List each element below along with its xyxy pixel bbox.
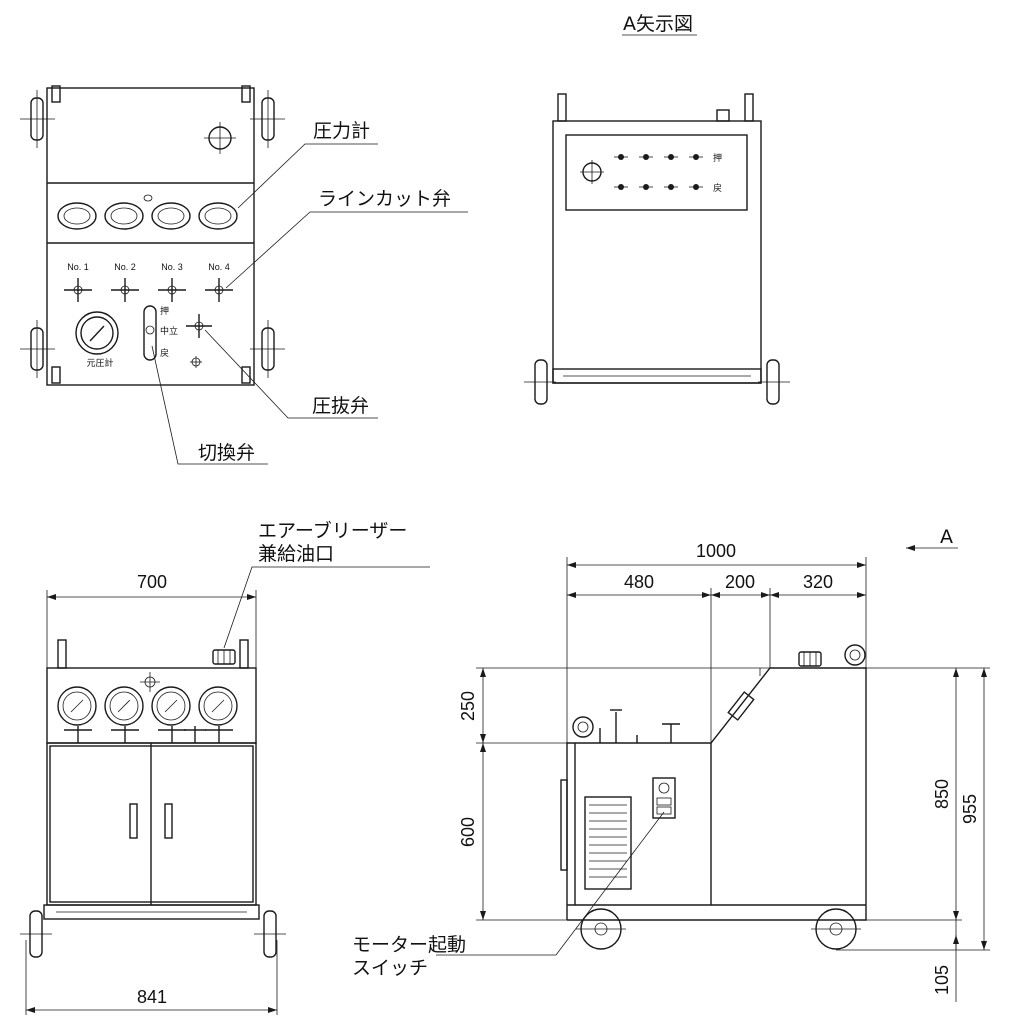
view-arrow-a: A: [940, 526, 953, 548]
dim-700: 700: [137, 572, 167, 592]
arrow-view: [524, 93, 790, 405]
arrow-view-wheel-right: [758, 359, 790, 405]
side-view: [560, 644, 867, 950]
dim-105: 105: [932, 965, 952, 995]
front-wheel-left: [20, 910, 52, 958]
dim-480: 480: [624, 572, 654, 592]
line-cut-valve-handles: [64, 278, 233, 302]
label-relief-valve: 圧抜弁: [312, 395, 369, 417]
relief-valve-handle: [186, 314, 212, 338]
source-gauge-label: 元圧計: [86, 357, 113, 369]
front-wheel-right: [254, 910, 286, 958]
side-louver: [584, 796, 632, 890]
motor-start-switch-box: [652, 777, 676, 819]
arrow-view-title: A矢示図: [623, 13, 693, 35]
dim-200: 200: [725, 572, 755, 592]
side-view-dimensions: [436, 545, 990, 1002]
top-caster-br: [250, 320, 285, 378]
front-view-dimensions: [25, 566, 430, 1015]
front-gauges: [57, 686, 238, 726]
panel-label-push: 押: [713, 152, 722, 164]
breather-label-line2: 兼給油口: [258, 543, 334, 565]
front-view: [20, 639, 286, 958]
switch-position-push: 押: [160, 305, 169, 317]
dim-850: 850: [932, 779, 952, 809]
label-pressure-gauge: 圧力計: [313, 120, 370, 142]
top-caster-tl: [20, 90, 55, 148]
valve-number-4: No. 4: [208, 262, 230, 272]
breather-label-line1: エアーブリーザー: [258, 519, 407, 542]
valve-number-3: No. 3: [161, 262, 183, 272]
valve-number-1: No. 1: [67, 262, 89, 272]
switch-position-neutral: 中立: [160, 325, 178, 337]
dim-320: 320: [803, 572, 833, 592]
side-wheel-left: [576, 908, 626, 950]
switch-valve-slot: [143, 305, 157, 361]
valve-number-2: No. 2: [114, 262, 136, 272]
dim-841: 841: [137, 987, 167, 1007]
side-wheel-right: [811, 908, 861, 950]
label-switch-valve: 切換弁: [198, 442, 255, 464]
top-view: No. 1 No. 2 No. 3 No. 4 元圧計 押 中立 戻: [20, 85, 285, 386]
dim-600: 600: [458, 817, 478, 847]
dim-955: 955: [960, 794, 980, 824]
front-valve-stems: [64, 726, 233, 743]
motor-switch-label-line1: モーター起動: [352, 934, 466, 956]
panel-label-return: 戻: [713, 182, 722, 194]
dim-250: 250: [458, 691, 478, 721]
label-line-cut-valve: ラインカット弁: [318, 188, 451, 210]
top-caster-tr: [250, 90, 285, 148]
source-pressure-gauge: [75, 311, 119, 355]
dim-1000: 1000: [696, 541, 736, 561]
switch-position-return: 戻: [160, 347, 169, 359]
top-caster-bl: [20, 320, 55, 378]
arrow-view-wheel-left: [524, 359, 556, 405]
motor-switch-label-line2: スイッチ: [352, 957, 428, 979]
top-view-callouts: 圧力計 ラインカット弁 圧抜弁 切換弁: [151, 120, 468, 465]
top-gauges: [57, 194, 238, 230]
